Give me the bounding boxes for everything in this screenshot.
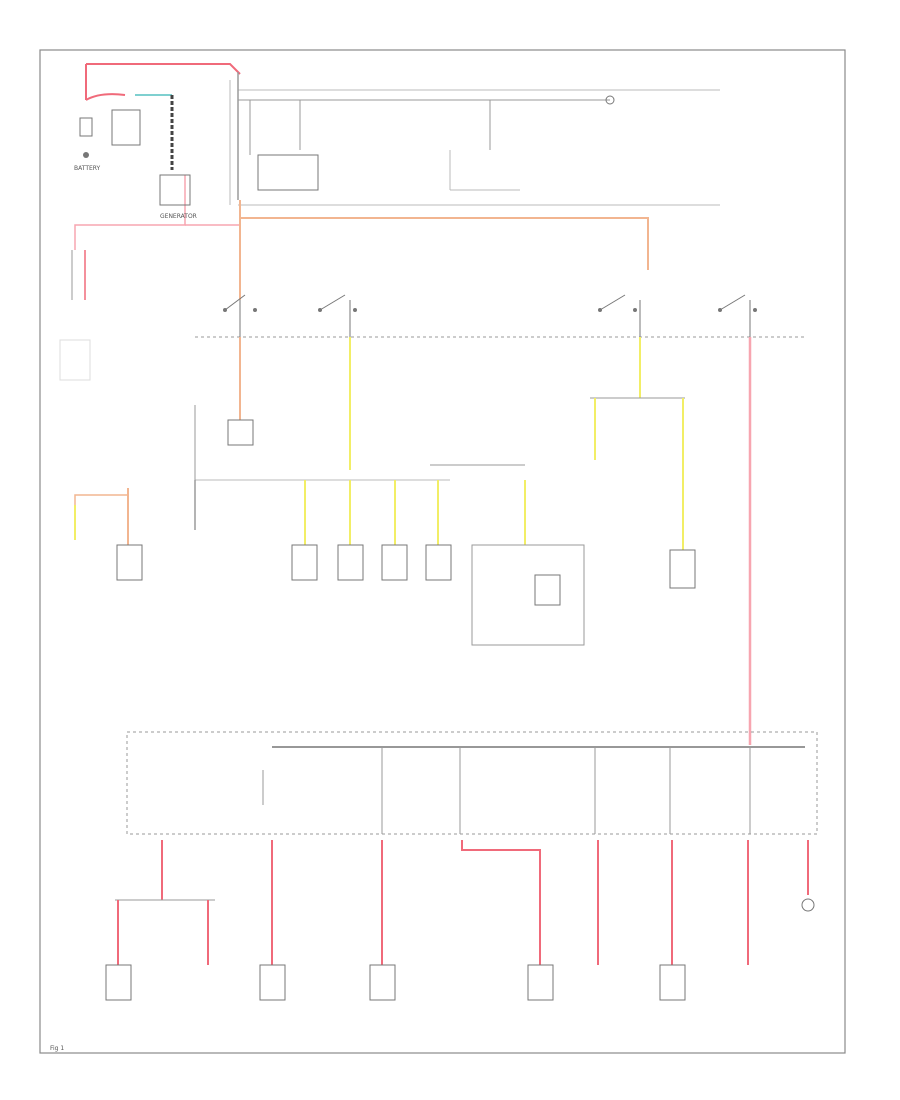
component-row-2 xyxy=(105,898,815,1001)
page-reference: Fig 1 xyxy=(50,1045,64,1052)
component-box xyxy=(527,964,554,1001)
ignition-switch-4 xyxy=(718,294,757,337)
component-row-1 xyxy=(116,544,696,646)
component-box xyxy=(337,544,364,581)
diagram-frame xyxy=(39,49,846,1054)
component-box xyxy=(381,544,408,581)
component-box xyxy=(291,544,318,581)
component-box xyxy=(259,964,286,1001)
ground-icon xyxy=(801,898,815,912)
component-box xyxy=(116,544,143,581)
component-box xyxy=(369,964,396,1001)
battery-symbol xyxy=(79,117,93,137)
top-bus xyxy=(229,72,720,206)
battery-label: BATTERY xyxy=(74,165,101,172)
component-box xyxy=(425,544,452,581)
battery-ground-icon xyxy=(83,152,89,158)
component-box xyxy=(105,964,132,1001)
ignition-switch-1 xyxy=(223,294,257,337)
lower-fuse-block xyxy=(126,731,818,835)
mid-section-wires xyxy=(194,337,752,745)
generator-component xyxy=(159,174,191,206)
component-box xyxy=(534,574,561,606)
starter-component xyxy=(111,109,141,146)
battery-starter-generator-group: BATTERY GENERATOR xyxy=(74,63,241,250)
drop-wires-row xyxy=(74,480,526,545)
orange-feed-wire xyxy=(239,200,649,300)
ignition-switch-row xyxy=(195,294,805,338)
bus-junction-icon xyxy=(605,95,615,105)
component-box xyxy=(659,964,686,1001)
relay-box-1 xyxy=(257,154,319,191)
ignition-switch-3 xyxy=(598,294,641,337)
bottom-red-wires xyxy=(115,840,809,965)
component-box xyxy=(669,549,696,589)
left-ground xyxy=(59,250,91,381)
generator-label: GENERATOR xyxy=(160,213,197,220)
control-module-box xyxy=(471,544,585,646)
ignition-switch-2 xyxy=(318,294,357,337)
